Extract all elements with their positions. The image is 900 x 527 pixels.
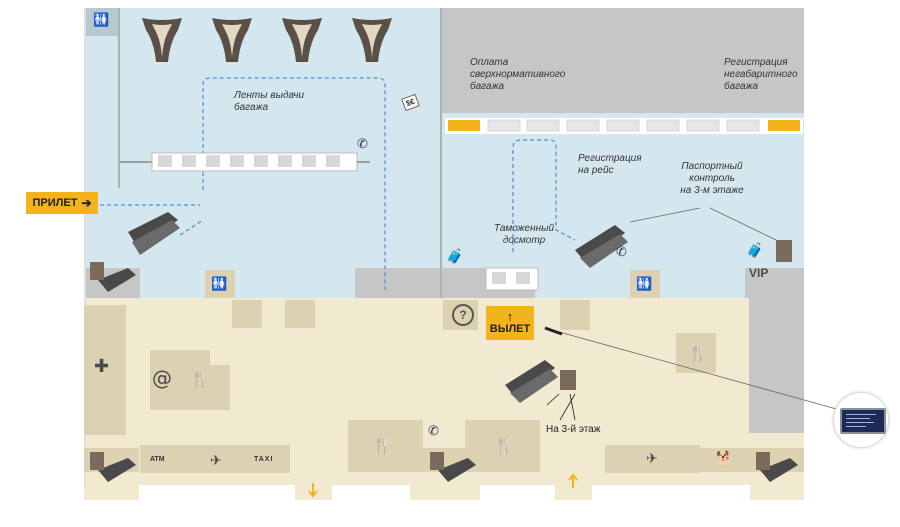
departure-sign-label: ВЫЛЕТ <box>489 323 531 335</box>
restaurant-icon: 🍴 <box>688 346 708 363</box>
elevator-icon <box>90 240 792 470</box>
bank-icon: ATM <box>150 456 165 463</box>
departure-arrow-icon: ↑ <box>506 309 514 324</box>
escalator-icon <box>575 225 628 268</box>
phone-icon: ✆ <box>357 136 368 151</box>
escalator-icon <box>505 360 558 403</box>
phone-icon: ✆ <box>428 423 439 438</box>
luggage-icon: 🧳 <box>746 242 764 258</box>
to-3rd-floor-label: На 3-й этаж <box>546 424 601 435</box>
luggage-icon: 🧳 <box>446 248 464 264</box>
baggage-belts-label: Ленты выдачи багажа <box>234 90 305 113</box>
restaurant-icon: 🍴 <box>372 438 392 455</box>
departure-sign: ↑ ВЫЛЕТ <box>486 306 534 340</box>
checkin-counters <box>445 118 803 134</box>
flight-checkin-label: Регистрация на рейс <box>578 153 642 176</box>
arrival-path <box>100 77 576 290</box>
arrival-sign-label: ПРИЛЕТ <box>32 197 78 209</box>
customs-label: Таможенный досмотр <box>493 223 554 246</box>
restaurant-icon: 🍴 <box>190 372 210 389</box>
toilet-icon: 🚻 <box>93 12 110 27</box>
help-icon: ? <box>452 304 474 326</box>
toilet-icon: 🚻 <box>636 276 653 291</box>
excess-baggage-label: Оплата сверхнормативного багажа <box>470 57 566 92</box>
escalator-icon <box>128 212 180 255</box>
departure-board-badge[interactable] <box>833 392 889 448</box>
plane-icon: ✈ <box>210 452 222 468</box>
arrival-arrow-icon: ➔ <box>81 196 92 210</box>
taxi-icon: TAXI <box>254 456 274 463</box>
internet-icon: @ <box>152 366 172 390</box>
restaurant-icon: 🍴 <box>494 438 514 455</box>
departures-checkin-zone <box>440 8 804 113</box>
dog-icon: 🐕 <box>716 450 734 466</box>
phone-icon: ✆ <box>616 244 627 259</box>
exit-arrow-down <box>308 483 318 498</box>
vip-label: VIP <box>749 266 769 280</box>
passport-control-label: Паспортный контроль на 3-м этаже <box>680 161 744 196</box>
arrival-sign: ПРИЛЕТ ➔ <box>26 192 98 214</box>
oversize-checkin-label: Регистрация негабаритного багажа <box>724 57 798 92</box>
plane-icon: ✈ <box>646 450 658 466</box>
exit-arrow-up <box>568 473 578 488</box>
pharmacy-icon: ✚ <box>94 356 110 376</box>
departure-board-icon <box>840 408 886 434</box>
toilet-icon: 🚻 <box>211 276 228 291</box>
passport-booths <box>120 152 370 172</box>
